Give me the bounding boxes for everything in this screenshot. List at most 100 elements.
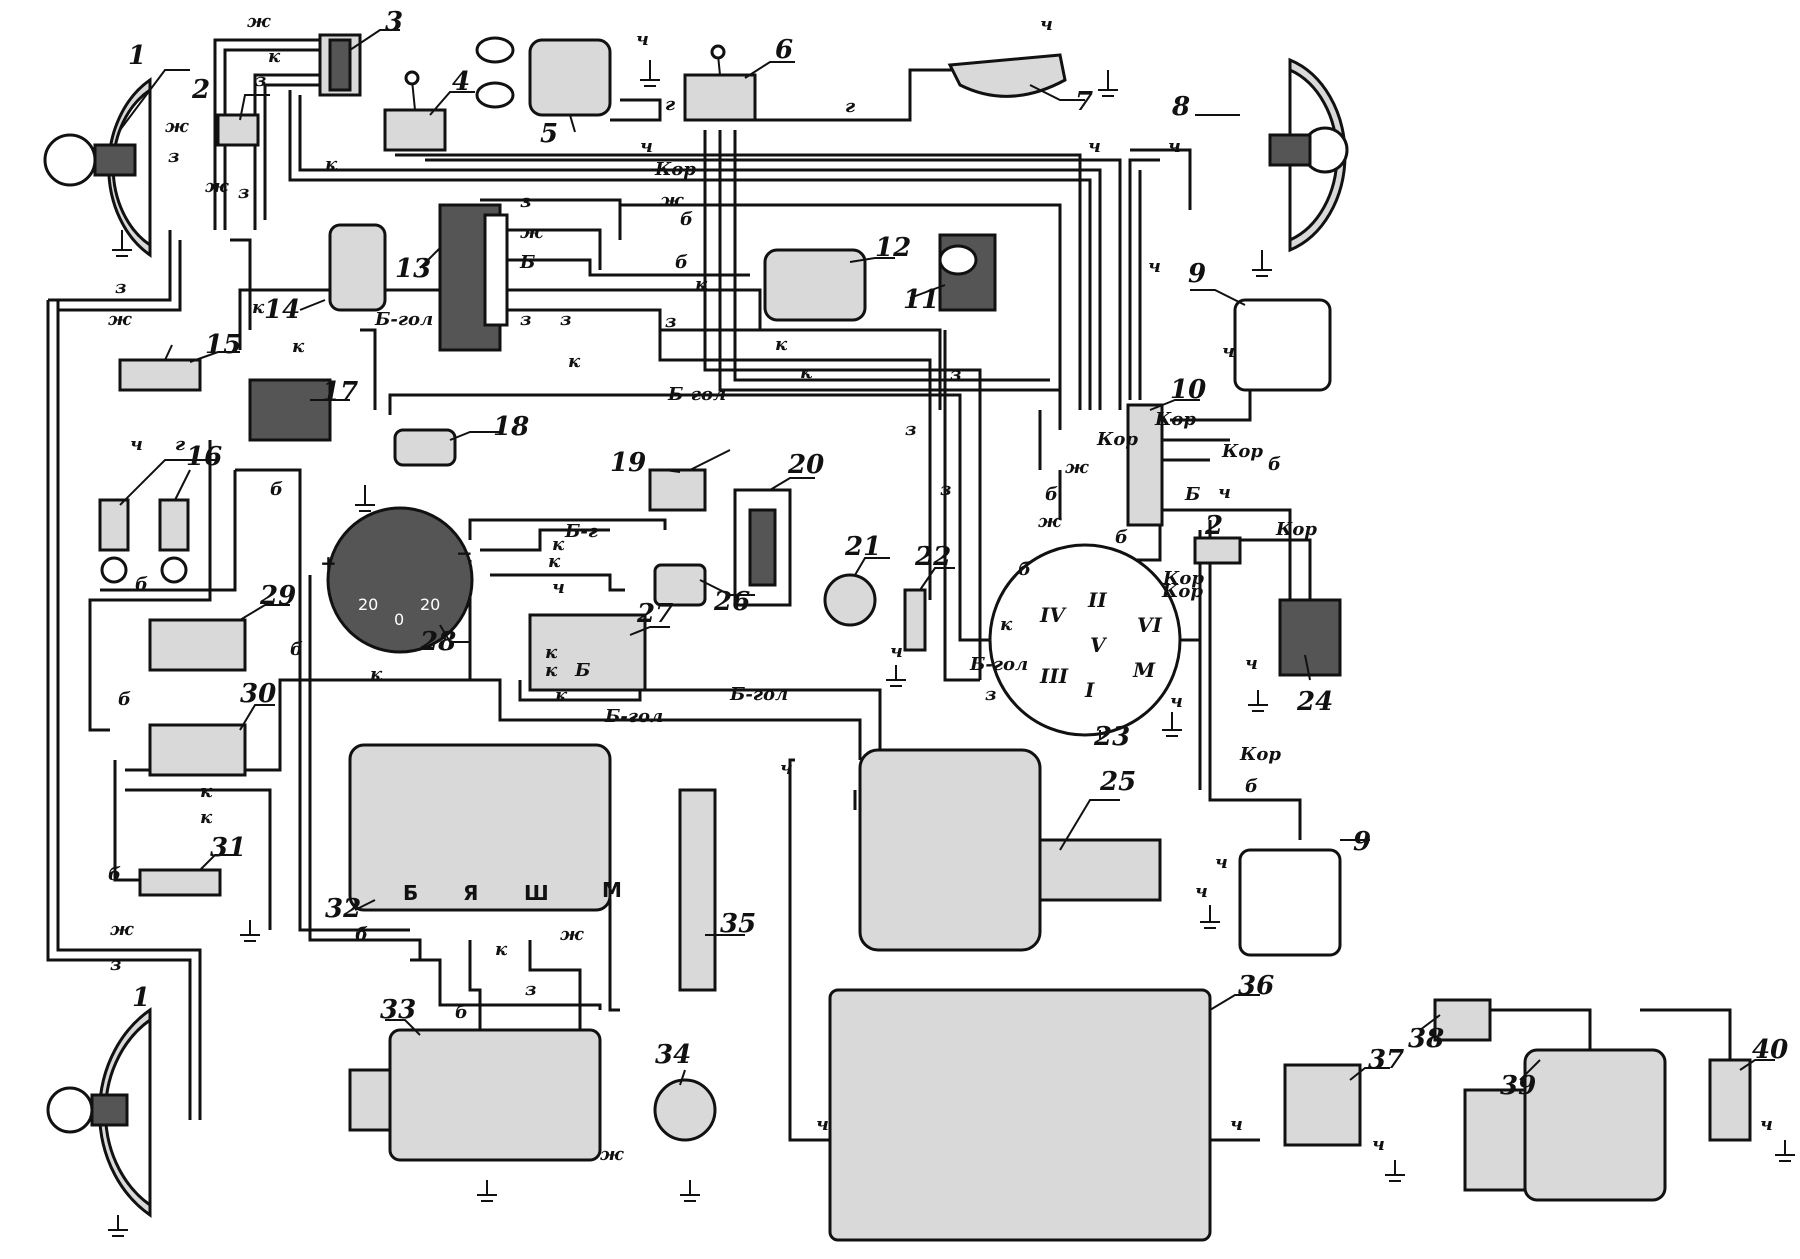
gauge-left: 20 [358, 595, 378, 614]
wire-label: Б [519, 252, 535, 273]
distributor-23 [988, 543, 1182, 737]
wire-label: з [238, 182, 250, 203]
label-36: 36 [1238, 971, 1274, 1001]
wire-label: з [110, 954, 122, 975]
wire-label: б [355, 924, 368, 945]
lamp-9-top [1233, 298, 1332, 392]
wire-label: ч [1218, 482, 1231, 503]
fuse-block-13 [438, 203, 509, 352]
switch-11 [938, 233, 997, 312]
wire-label: б [1045, 484, 1058, 505]
battery-36 [828, 988, 1212, 1242]
switch-37 [1283, 1063, 1362, 1147]
wire-label: к [370, 664, 383, 685]
wire-label: Б [1184, 484, 1200, 505]
label-11: 11 [903, 285, 939, 315]
label-8: 8 [1171, 92, 1190, 122]
wire-label: з [905, 419, 917, 440]
label-9-bottom: 9 [1353, 827, 1371, 857]
wire-label: г [845, 96, 855, 117]
wire-label: б [1115, 527, 1128, 548]
label-21: 21 [844, 532, 881, 562]
switch-3 [318, 33, 362, 97]
sensor-38 [1433, 998, 1492, 1042]
label-25: 25 [1099, 767, 1136, 797]
label-30: 30 [240, 679, 276, 709]
coil-12 [763, 248, 867, 322]
wire-label: з [560, 309, 572, 330]
wire-label: Кор [1154, 409, 1196, 430]
connector-10 [1126, 403, 1164, 527]
label-32: 32 [325, 894, 361, 924]
wire-label: ч [1170, 691, 1183, 712]
gauge-minus: − [456, 541, 473, 565]
connector-2-left [216, 113, 260, 147]
wire-label: Б [574, 660, 590, 681]
label-10: 10 [1170, 375, 1206, 405]
switch-15 [118, 344, 202, 392]
wire-label: з [950, 364, 962, 385]
wire-label: ч [640, 136, 653, 157]
connector-2-right [1193, 536, 1242, 565]
wire-label: ч [1230, 1114, 1243, 1135]
gauge-right: 20 [420, 595, 440, 614]
label-16: 16 [186, 442, 222, 472]
relay-17 [248, 378, 332, 442]
wire-label: ж [108, 309, 132, 330]
wiring-harness [46, 38, 1732, 1142]
wire-color-labels: ж к з ж з ж з з ж к к к ч г г ч ч Кор ж … [108, 11, 1773, 1165]
wire-label: з [255, 70, 267, 91]
wire-label: к [545, 660, 558, 681]
wire-label: б [680, 209, 693, 230]
wire-label: б [1268, 454, 1281, 475]
label-12: 12 [875, 233, 911, 263]
switch-19 [648, 449, 731, 512]
terminal-labels: Б Я Ш М II IV V VI III М I 20 0 20 + − [320, 541, 1163, 905]
label-40: 40 [1752, 1035, 1788, 1065]
wire-label: ч [1088, 136, 1101, 157]
terminal-m: М [602, 878, 622, 902]
lamp-16 [98, 498, 190, 584]
wire-label: Кор [654, 159, 696, 180]
wire-label: з [985, 684, 997, 705]
sensor-40 [1708, 1058, 1752, 1142]
wire-label: к [800, 362, 813, 383]
label-38: 38 [1408, 1024, 1444, 1054]
wire-label: б [675, 252, 688, 273]
label-19: 19 [610, 448, 646, 478]
wire-label: Б-г [564, 521, 598, 542]
wire-label: б [135, 574, 148, 595]
label-17: 17 [322, 377, 358, 407]
wire-label: з [115, 277, 127, 298]
lamp-30 [148, 723, 247, 777]
distributor-terminal-ii: II [1087, 588, 1107, 612]
label-1-bottom: 1 [132, 983, 150, 1013]
inspection-lamp-35 [678, 788, 717, 992]
wire-label: Б-гол [969, 654, 1028, 675]
label-6: 6 [775, 35, 793, 65]
label-27: 27 [636, 599, 673, 629]
label-1-top: 1 [128, 41, 146, 71]
distributor-terminal-m: М [1132, 658, 1156, 682]
label-13: 13 [395, 254, 431, 284]
switch-18 [393, 428, 457, 467]
generator-33 [348, 1028, 602, 1162]
wire-label: к [292, 336, 305, 357]
wire-label: к [200, 781, 213, 802]
headlight-1-bottom [46, 1007, 152, 1218]
wire-label: к [252, 297, 265, 318]
wire-label: Кор [1221, 441, 1263, 462]
wire-label: ж [165, 116, 189, 137]
terminal-ya: Я [463, 881, 478, 905]
distributor-terminal-iv: IV [1039, 603, 1067, 627]
wire-label: ч [1760, 1114, 1773, 1135]
label-5: 5 [540, 119, 558, 149]
starter-25 [858, 748, 1162, 952]
label-26: 26 [713, 587, 750, 617]
wire-label: ч [1372, 1134, 1385, 1155]
label-28: 28 [419, 627, 456, 657]
wire-label: з [665, 311, 677, 332]
wire-label: Кор [1096, 429, 1138, 450]
wire-label: б [108, 864, 121, 885]
